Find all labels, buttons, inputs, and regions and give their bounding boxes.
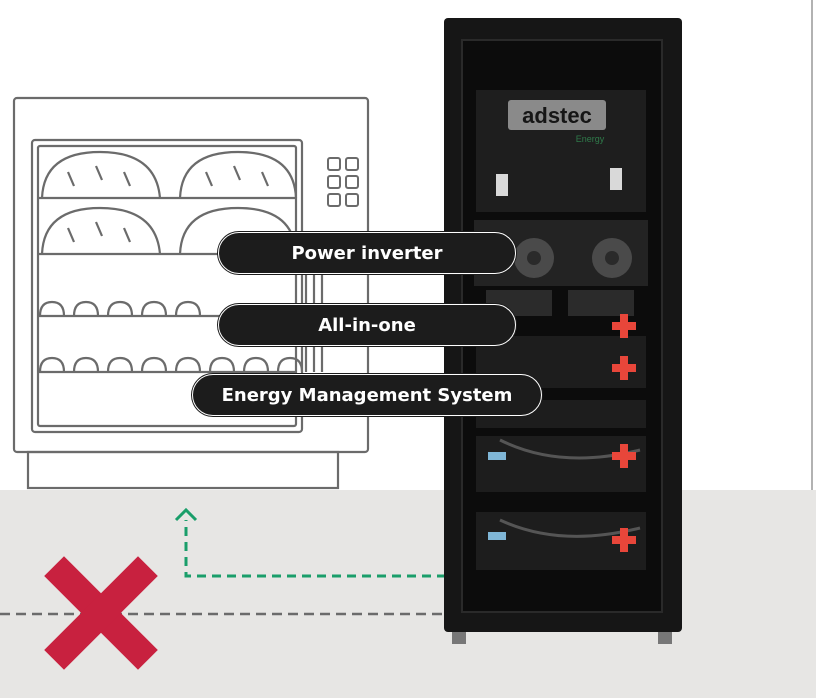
battery-plus-icons — [612, 314, 636, 552]
brand-logo-text: adstec — [522, 103, 592, 128]
brand-sub-text: Energy — [576, 134, 605, 144]
label-power-inverter: Power inverter — [218, 232, 516, 274]
label-energy-management-system: Energy Management System — [192, 374, 542, 416]
label-all-in-one: All-in-one — [218, 304, 516, 346]
green-dashed-arrow-up-icon — [174, 507, 446, 578]
control-buttons — [327, 157, 359, 207]
red-x-icon — [44, 556, 158, 670]
display-case-illustration — [12, 96, 370, 490]
